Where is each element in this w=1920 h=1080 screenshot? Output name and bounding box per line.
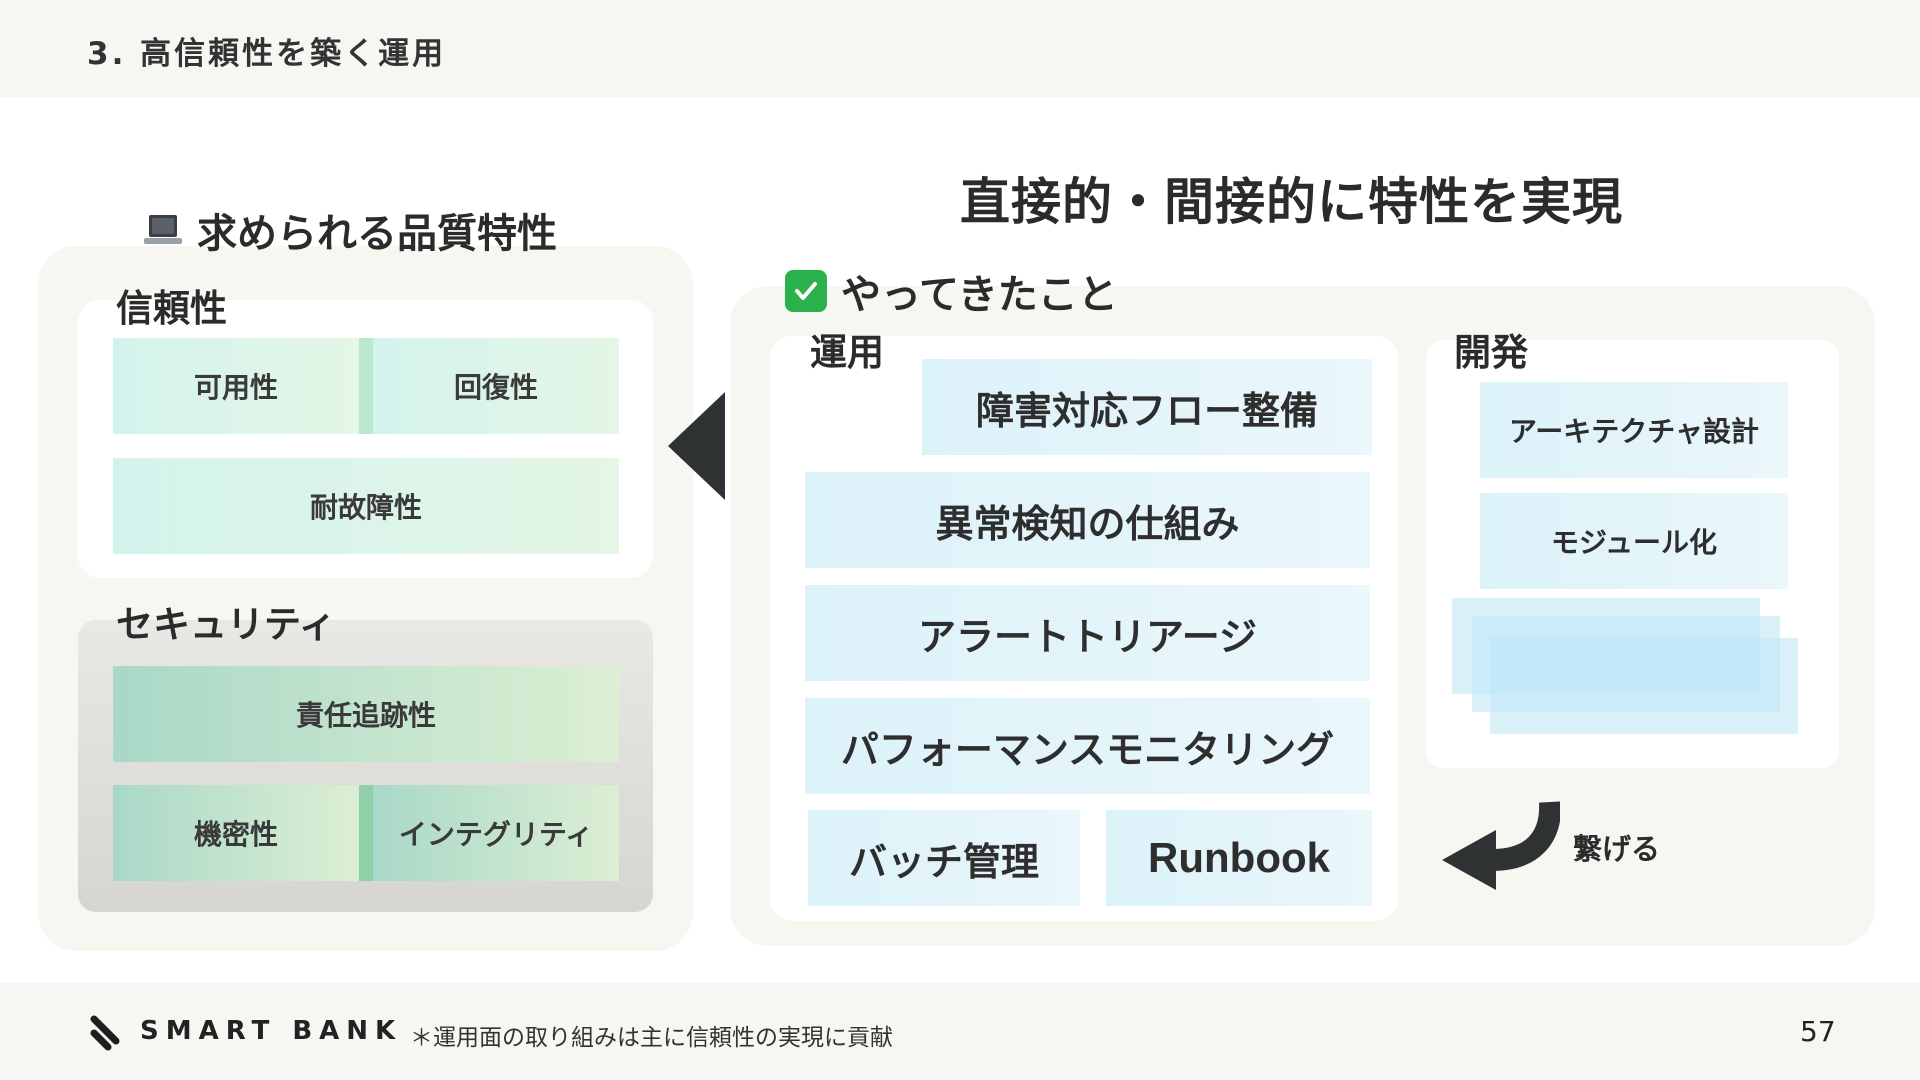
confidentiality-tile: 機密性 [113, 785, 359, 881]
curved-arrow-icon [1442, 801, 1560, 890]
logo-text: SMART BANK [140, 1016, 403, 1046]
page-number: 57 [1800, 1015, 1836, 1048]
alert-triage-tile: アラートトリアージ [805, 585, 1370, 681]
placeholder-tile [1490, 638, 1798, 734]
smartbank-logo-icon [90, 1015, 120, 1051]
footer-band [0, 983, 1920, 1080]
operations-label: 運用 [810, 331, 884, 374]
check-mark-icon [785, 270, 827, 312]
quality-attributes-title: 求められる品質特性 [143, 201, 557, 259]
security-label: セキュリティ [116, 603, 336, 646]
integrity-tile: インテグリティ [373, 785, 619, 881]
fault-tolerance-tile: 耐故障性 [113, 458, 619, 554]
runbook-tile: Runbook [1106, 810, 1372, 906]
tile-divider [359, 338, 373, 434]
batch-management-tile: バッチ管理 [808, 810, 1080, 906]
reliability-label: 信頼性 [116, 287, 227, 330]
availability-tile: 可用性 [113, 338, 359, 434]
tile-divider [359, 785, 373, 881]
modularization-tile: モジュール化 [1480, 493, 1788, 589]
footnote: ＊運用面の取り組みは主に信頼性の実現に貢献 [410, 1025, 893, 1051]
header-band [0, 0, 1920, 97]
performance-monitoring-tile: パフォーマンスモニタリング [805, 698, 1370, 794]
development-label: 開発 [1454, 331, 1528, 374]
connect-label: 繋げる [1573, 832, 1661, 866]
laptop-icon [144, 215, 182, 244]
resilience-tile: 回復性 [373, 338, 619, 434]
quality-attributes-title-text: 求められる品質特性 [197, 211, 557, 257]
accountability-tile: 責任追跡性 [113, 666, 619, 762]
initiatives-title: やってきたこと [785, 262, 1118, 320]
architecture-design-tile: アーキテクチャ設計 [1480, 382, 1788, 478]
initiatives-title-text: やってきたこと [841, 272, 1118, 318]
incident-flow-tile: 障害対応フロー整備 [922, 359, 1372, 455]
section-title: 3. 高信頼性を築く運用 [87, 36, 447, 72]
left-arrow-icon [668, 392, 725, 500]
anomaly-detection-tile: 異常検知の仕組み [805, 472, 1370, 568]
main-heading: 直接的・間接的に特性を実現 [960, 173, 1623, 231]
